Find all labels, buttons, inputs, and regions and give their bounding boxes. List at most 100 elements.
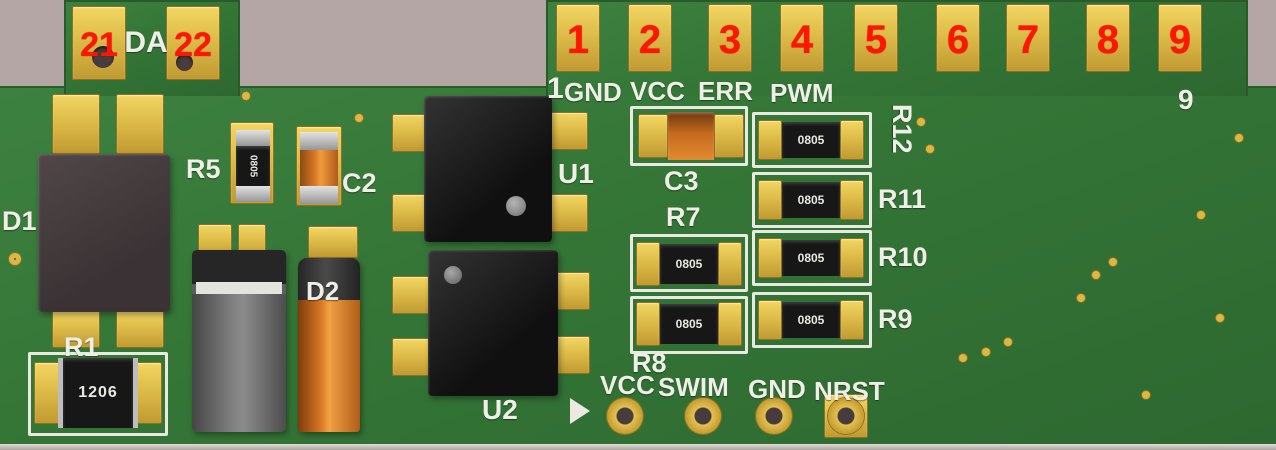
silk-label-prog-nrst: NRST	[814, 376, 885, 406]
annotation-pad-number-7: 7	[1016, 18, 1040, 62]
smd-pad	[714, 114, 744, 158]
smd-pad	[758, 180, 782, 220]
edge-pad-3	[708, 4, 752, 72]
component-u1-body	[424, 96, 552, 242]
smd-pad	[556, 336, 590, 374]
via	[1077, 294, 1085, 302]
silk-label-prog-gnd: GND	[748, 374, 806, 404]
smd-pad	[638, 114, 668, 158]
silk-label-da: DA	[124, 26, 168, 59]
component-c2-cap-bottom	[300, 186, 338, 204]
smd-pad	[550, 112, 588, 150]
via	[355, 114, 363, 122]
pcb-board-side-edge	[0, 444, 1276, 450]
silk-label-gnd: GND	[564, 77, 622, 107]
edge-pad-1	[556, 4, 600, 72]
component-r10-body: 0805	[782, 240, 840, 276]
drill-hole	[92, 46, 114, 68]
smd-pad	[758, 300, 782, 340]
label-r10: R10	[878, 242, 928, 272]
through-hole-pad-vcc	[607, 398, 643, 434]
component-c3-body	[668, 112, 714, 160]
silk-label-prog-vcc: VCC	[600, 370, 655, 400]
annotation-pad-number-2: 2	[638, 18, 662, 62]
via	[926, 145, 934, 153]
u2-pin1-dot	[444, 266, 462, 284]
label-c3: C3	[664, 166, 699, 196]
annotation-pad-number-4: 4	[790, 18, 814, 62]
edge-pad-9	[1158, 4, 1202, 72]
capacitor-white-stripe	[196, 282, 282, 294]
label-u1: U1	[558, 158, 594, 189]
smd-pad	[392, 276, 430, 314]
via	[1142, 391, 1150, 399]
annotation-pad-number-3: 3	[718, 18, 742, 62]
component-r7-body: 0805	[660, 244, 718, 284]
smd-pad	[758, 238, 782, 278]
label-r8: R8	[632, 348, 667, 378]
smd-pad	[134, 362, 162, 424]
u1-pin1-dot	[506, 196, 526, 216]
via	[917, 118, 925, 126]
label-r9: R9	[878, 304, 913, 334]
component-r11-body: 0805	[782, 182, 840, 218]
smd-pad	[718, 302, 742, 346]
d2-orange-barrel	[298, 300, 360, 432]
component-r5-body: 0805	[236, 146, 270, 186]
silk-label-prog-swim: SWIM	[658, 372, 729, 402]
annotation-pad-number-6: 6	[946, 18, 970, 62]
smd-pad	[550, 194, 588, 232]
label-c2: C2	[342, 168, 377, 198]
smd-pad	[636, 242, 660, 286]
component-r12-body: 0805	[782, 122, 840, 158]
through-hole-pad-swim	[685, 398, 721, 434]
capacitor-top-band	[192, 250, 286, 284]
silk-outline-r9	[752, 292, 872, 348]
component-r5-cap-top	[236, 130, 270, 146]
smd-pad	[840, 300, 864, 340]
silk-label-vcc: VCC	[630, 76, 685, 106]
component-r9-body: 0805	[782, 302, 840, 338]
silk-outline-r12	[752, 112, 872, 168]
label-r1: R1	[64, 332, 99, 362]
edge-pad-8	[1086, 4, 1130, 72]
via	[1235, 134, 1243, 142]
silk-outline-r7	[630, 234, 748, 292]
smd-pad	[116, 94, 164, 154]
smd-pad	[556, 272, 590, 310]
pin1-arrow-marker	[570, 398, 590, 424]
silk-outline-r10	[752, 230, 872, 286]
capacitor-lower-body	[192, 294, 286, 432]
via	[242, 92, 250, 100]
smd-pad	[718, 242, 742, 286]
annotation-pad-number-9: 9	[1168, 18, 1192, 62]
via	[1197, 211, 1205, 219]
smd-pad	[116, 310, 164, 348]
annotation-pad-number-5: 5	[864, 18, 888, 62]
component-d2-body	[298, 258, 360, 432]
silk-pin9-number: 9	[1178, 84, 1194, 115]
through-hole-pad-gnd	[756, 398, 792, 434]
annotation-pad-number-22: 22	[174, 26, 212, 64]
label-r11: R11	[878, 184, 927, 214]
annotation-pad-number-21: 21	[80, 26, 118, 64]
silk-outline-r1	[28, 352, 168, 436]
component-c2-cap-top	[300, 132, 338, 150]
smd-pad	[840, 180, 864, 220]
smd-pad	[52, 94, 100, 154]
edge-pad-22	[166, 6, 220, 80]
via	[1109, 258, 1117, 266]
smd-pad	[308, 226, 358, 258]
edge-pad-2	[628, 4, 672, 72]
label-d1: D1	[2, 206, 37, 236]
smd-pad	[840, 238, 864, 278]
component-capacitor-body	[192, 250, 286, 432]
silk-outline-r11	[752, 172, 872, 228]
drill-hole	[176, 54, 193, 71]
edge-pad-21	[72, 6, 126, 80]
component-r5-cap-bottom	[236, 186, 270, 202]
through-hole-pad-nrst	[828, 398, 864, 434]
via	[9, 253, 21, 265]
component-c2-body	[300, 150, 338, 186]
